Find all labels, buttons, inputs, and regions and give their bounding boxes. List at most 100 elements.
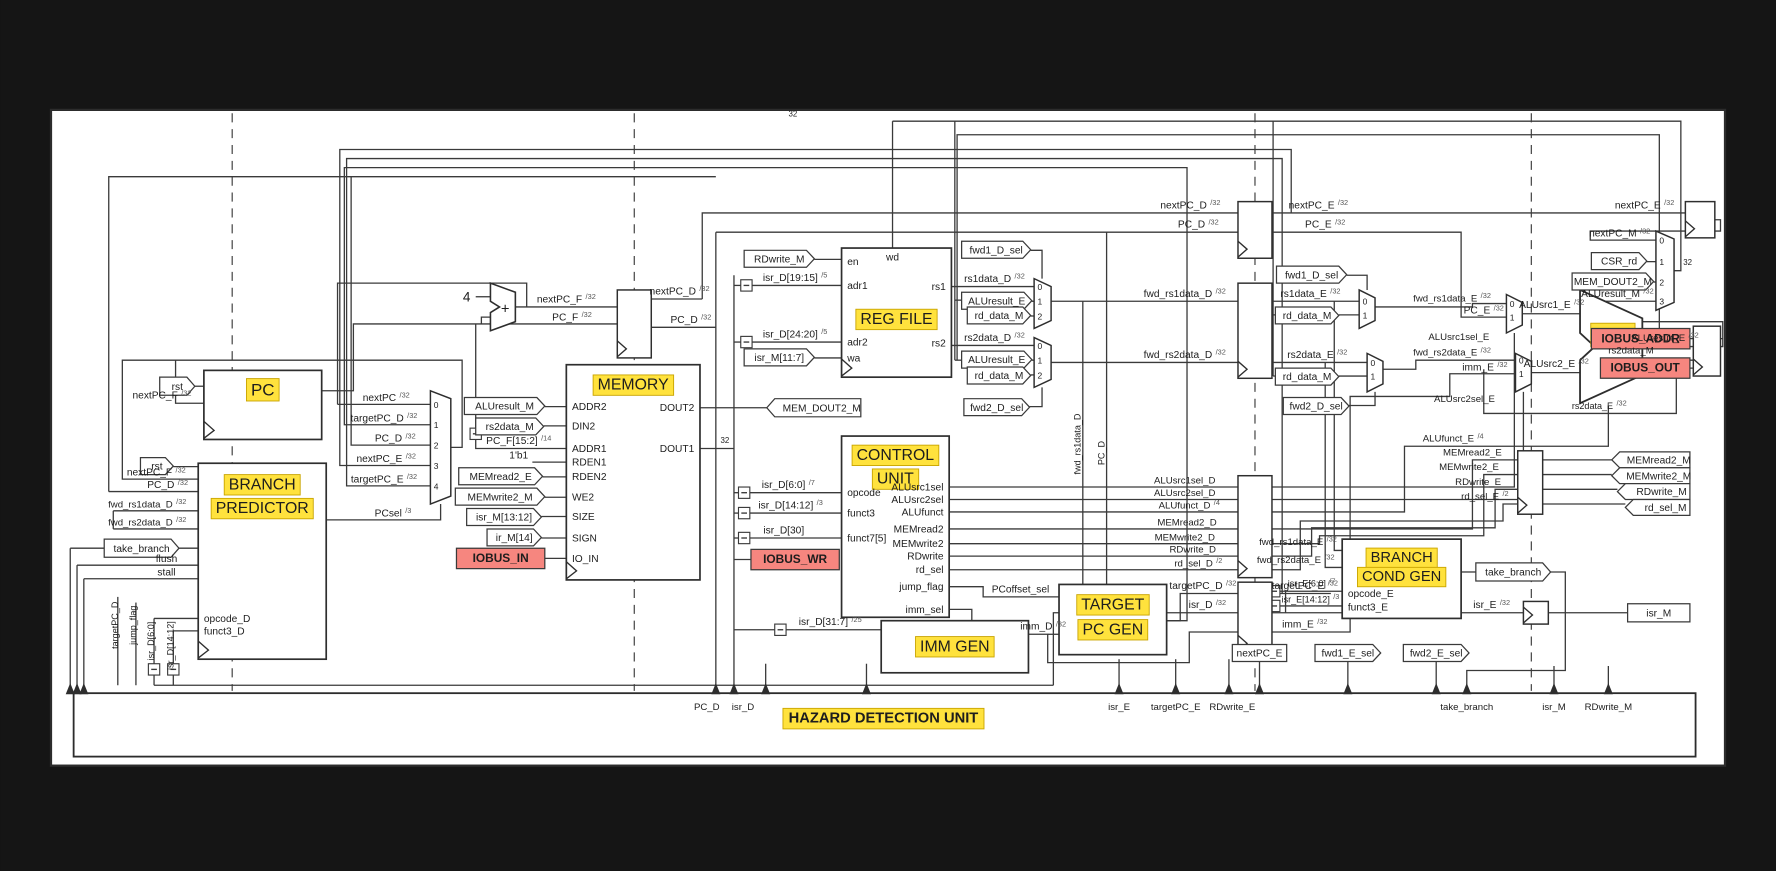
tag-label-fwd1-d-sel: fwd1_D_sel <box>1285 270 1338 281</box>
pipeline-register <box>1237 282 1273 380</box>
mux-input-number: 1 <box>1510 313 1515 323</box>
mux <box>429 389 452 506</box>
label-targetpc-e: targetPC_E/32 <box>351 472 417 485</box>
arrow-up-icon <box>761 682 771 695</box>
clock-edge-icon <box>1684 220 1696 238</box>
highlight <box>915 636 995 658</box>
tag-label-rd-data-m: rd_data_M <box>1283 372 1332 383</box>
port-en: en <box>847 257 858 268</box>
tag-label-rd-sel-m: rd_sel_M <box>1645 503 1687 514</box>
wire <box>1271 459 1518 530</box>
label-isr-d-31-7: isr_D[31:7]/25 <box>799 615 862 628</box>
clock-edge-icon <box>1237 360 1249 378</box>
label-pc-d: PC_D <box>1096 441 1106 466</box>
label-rdwrite-d: RDwrite_D <box>1169 545 1216 556</box>
port-din2: DIN2 <box>572 421 596 432</box>
label-isr-e-6-0: isr_E[6:0]/7 <box>1288 576 1336 588</box>
wire <box>1333 301 1343 552</box>
tag-fwd1-d-sel <box>1275 265 1348 284</box>
port-funct3-e: funct3_E <box>1348 602 1388 613</box>
label-rd-sel-d: rd_sel_D/2 <box>1174 556 1222 569</box>
label-alusrc1sel-e: ALUsrc1sel_E <box>1428 332 1489 343</box>
pipeline-register <box>1522 600 1550 625</box>
wire <box>174 360 204 404</box>
hazard-detection-unit-box <box>72 692 1697 758</box>
label-flush: flush <box>156 554 178 565</box>
tag-label-mem-dout2-m: MEM_DOUT2_M <box>1574 277 1652 288</box>
mux-input-number: 2 <box>1659 277 1664 287</box>
port-funct3: funct3 <box>847 508 875 519</box>
tag-rd-data-m <box>966 306 1032 325</box>
tag-label-rdwrite-m: RDwrite_M <box>1636 487 1686 498</box>
wire <box>1052 612 1238 686</box>
port-dout2: DOUT2 <box>660 403 695 414</box>
wire <box>1271 503 1518 571</box>
label-isr-e-14-12: isr_E[14:12]/3 <box>1282 592 1340 604</box>
tag-label-fwd1-d-sel: fwd1_D_sel <box>970 245 1023 256</box>
wire <box>1346 274 1368 290</box>
wire <box>336 282 528 405</box>
wire <box>108 176 716 492</box>
arrow-up-icon <box>729 682 739 695</box>
mux-input-number: 2 <box>434 441 439 451</box>
block-label-branch: BRANCH <box>1371 550 1433 566</box>
port-alusrc2sel: ALUsrc2sel <box>891 495 943 506</box>
wire <box>1271 332 1516 488</box>
mux-input-number: 4 <box>434 481 439 491</box>
label-nextpc-m: nextPC_M/32 <box>1589 226 1650 239</box>
mux <box>1358 288 1376 330</box>
label-alufunct-e: ALUfunct_E/4 <box>1423 431 1484 444</box>
hazard-detection-unit-label: HAZARD DETECTION UNIT <box>789 711 979 727</box>
tag-label-iobus-out: IOBUS_OUT <box>1611 361 1681 375</box>
mux-input-number: 0 <box>1371 358 1376 368</box>
block-label-unit: UNIT <box>877 471 914 488</box>
mux-input-number: 1 <box>434 420 439 430</box>
port-rdwrite: RDwrite <box>907 552 944 563</box>
arrow-up-icon <box>861 682 872 695</box>
mux-input-number: 0 <box>1510 299 1515 309</box>
tag-iobus-out <box>1599 357 1691 379</box>
label-memread2-d: MEMread2_D <box>1157 518 1216 529</box>
label-alusrc1-e: ALUsrc1_E/32 <box>1519 298 1584 311</box>
label-1-b1: 1'b1 <box>509 451 528 462</box>
tag-fwd2-d-sel <box>963 398 1031 417</box>
arrow-up-icon <box>1603 682 1613 695</box>
mux-input-number: 0 <box>1038 282 1043 292</box>
wire <box>701 212 1238 300</box>
tag-label-nextpc-e: nextPC_E <box>1237 649 1283 660</box>
tag-take-branch <box>1475 562 1552 582</box>
clock-edge-icon <box>203 420 216 439</box>
tag-isr-m <box>1626 603 1691 623</box>
label-memwrite2-d: MEMwrite2_D <box>1155 532 1215 543</box>
label-alusrc2sel-d: ALUsrc2sel_D <box>1154 488 1215 499</box>
pipeline-register <box>616 289 653 359</box>
wire <box>1029 387 1043 408</box>
tag-label-aluresult-e: ALUresult_E <box>968 296 1025 307</box>
tag-mem-dout2-m <box>765 398 862 418</box>
port-rs2: rs2 <box>932 339 946 350</box>
label-rdwrite-e: RDwrite_E <box>1209 702 1255 713</box>
wire <box>345 157 1283 594</box>
port-addr2: ADDR2 <box>572 402 607 413</box>
mux-input-number: 2 <box>1038 311 1043 321</box>
mux-input-number: 0 <box>1659 236 1664 246</box>
arrow-up-icon <box>1114 682 1124 695</box>
label-32: 32 <box>721 436 730 445</box>
arrow-up-icon <box>1431 682 1441 695</box>
highlight <box>1357 566 1447 588</box>
label-rd-sel-e: rd_sel_E/2 <box>1461 489 1508 502</box>
port-rd-sel: rd_sel <box>916 565 944 576</box>
tag-aluresult-e <box>960 350 1033 369</box>
wire <box>949 608 973 621</box>
highlight <box>246 378 280 402</box>
label-rs2data-e: rs2data_E/32 <box>1572 398 1627 410</box>
port-we2: WE2 <box>572 493 594 504</box>
label-alusrc1sel-d: ALUsrc1sel_D <box>1154 476 1215 487</box>
mux-input-number: 1 <box>1363 310 1368 320</box>
port-opcode-d: opcode_D <box>204 614 250 625</box>
label-rs2data-e: rs2data_E/32 <box>1287 348 1347 361</box>
tag-fwd2-e-sel <box>1402 643 1470 663</box>
label-targetpc-d: targetPC_D <box>110 601 120 649</box>
wire <box>1375 302 1507 308</box>
wire <box>1271 373 1516 633</box>
